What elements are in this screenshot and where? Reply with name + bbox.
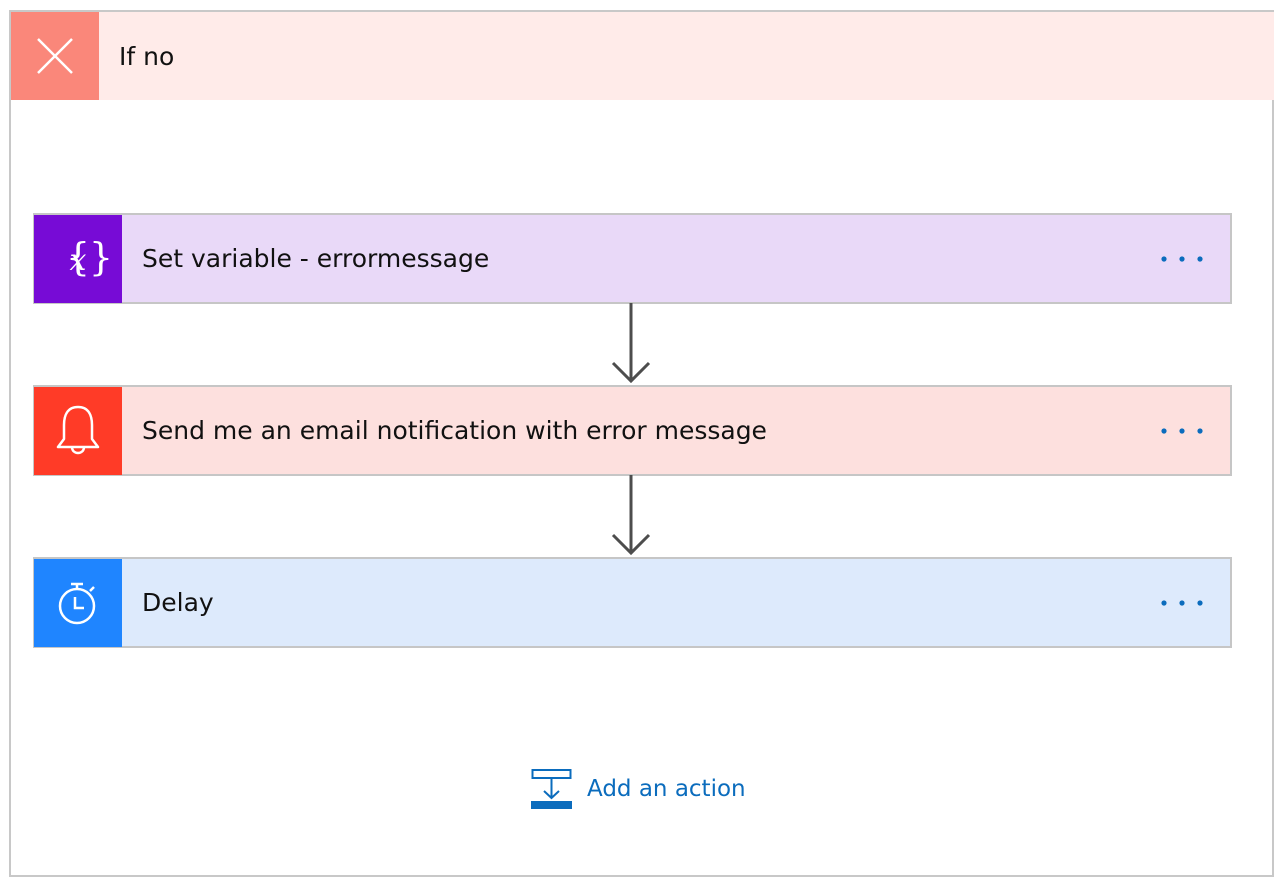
ellipsis-icon[interactable] bbox=[1152, 416, 1212, 446]
action-card-set-variable[interactable]: { x } Set variable - errormessage bbox=[33, 213, 1232, 304]
branch-title: If no bbox=[119, 41, 175, 71]
add-action-label: Add an action bbox=[587, 776, 746, 802]
action-title: Delay bbox=[142, 588, 214, 617]
action-title: Send me an email notification with error… bbox=[142, 416, 767, 445]
variable-icon: { x } bbox=[34, 214, 122, 303]
connector-arrow bbox=[611, 303, 651, 384]
branch-header[interactable]: If no bbox=[11, 12, 1274, 100]
svg-text:}: } bbox=[89, 235, 113, 279]
svg-text:x: x bbox=[50, 243, 105, 278]
close-icon bbox=[11, 12, 99, 100]
action-card-send-email[interactable]: Send me an email notification with error… bbox=[33, 385, 1232, 476]
action-title: Set variable - errormessage bbox=[142, 244, 490, 273]
ellipsis-icon[interactable] bbox=[1152, 244, 1212, 274]
ellipsis-icon[interactable] bbox=[1152, 588, 1212, 618]
timer-icon bbox=[34, 558, 122, 647]
connector-arrow bbox=[611, 475, 651, 556]
bell-icon bbox=[34, 386, 122, 475]
add-action-icon bbox=[531, 769, 572, 809]
action-card-delay[interactable]: Delay bbox=[33, 557, 1232, 648]
add-action-button[interactable]: Add an action bbox=[531, 766, 746, 812]
svg-text:{: { bbox=[66, 235, 90, 279]
